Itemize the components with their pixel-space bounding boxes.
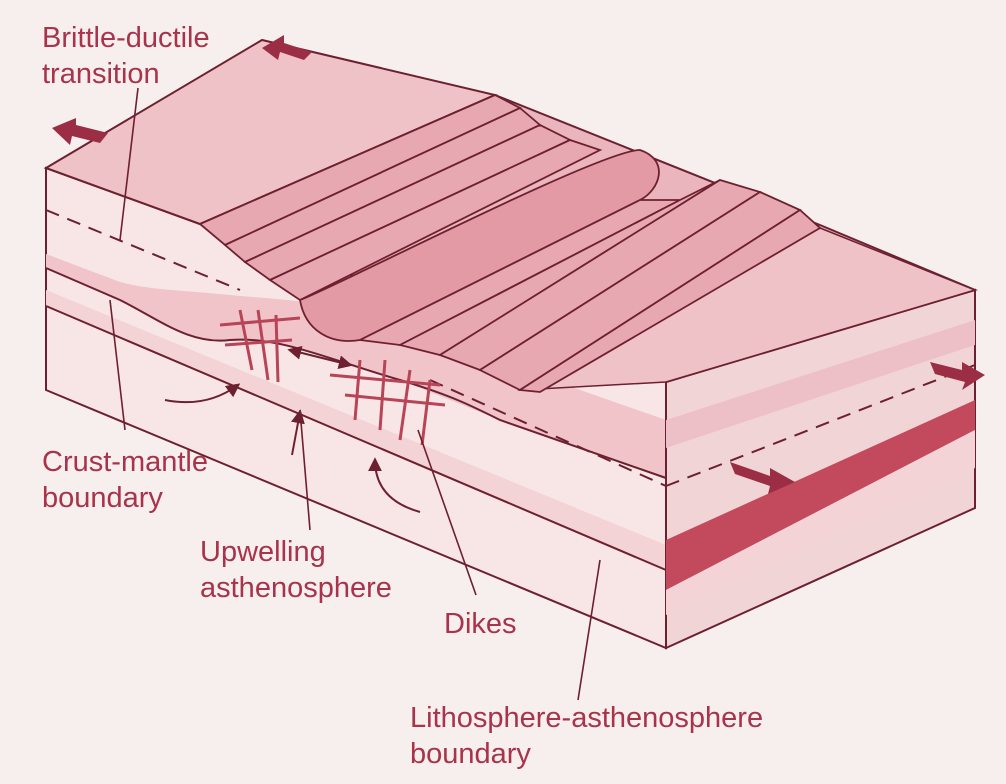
label-crust-mantle: Crust-mantle boundary xyxy=(42,446,208,514)
side-face xyxy=(665,288,976,650)
label-lith-asth: Lithosphere-asthenosphere boundary xyxy=(410,702,764,770)
leader-lines xyxy=(109,87,601,701)
label-upwelling: Upwelling asthenosphere xyxy=(200,536,392,604)
extension-arrow-icon xyxy=(730,462,795,494)
extension-arrow-icon xyxy=(262,35,312,60)
rift-fault-blocks xyxy=(198,94,822,393)
extension-arrow-icon xyxy=(52,118,108,145)
extension-arrow-icon xyxy=(930,362,985,390)
dikes-pattern xyxy=(219,309,446,446)
lith-asth-boundary-line xyxy=(45,305,667,571)
label-dikes: Dikes xyxy=(444,608,517,640)
label-brittle-ductile: Brittle-ductile transition xyxy=(42,22,210,90)
brittle-ductile-line xyxy=(45,209,241,291)
upwelling-arrows xyxy=(164,345,421,513)
extension-arrows xyxy=(52,35,985,494)
